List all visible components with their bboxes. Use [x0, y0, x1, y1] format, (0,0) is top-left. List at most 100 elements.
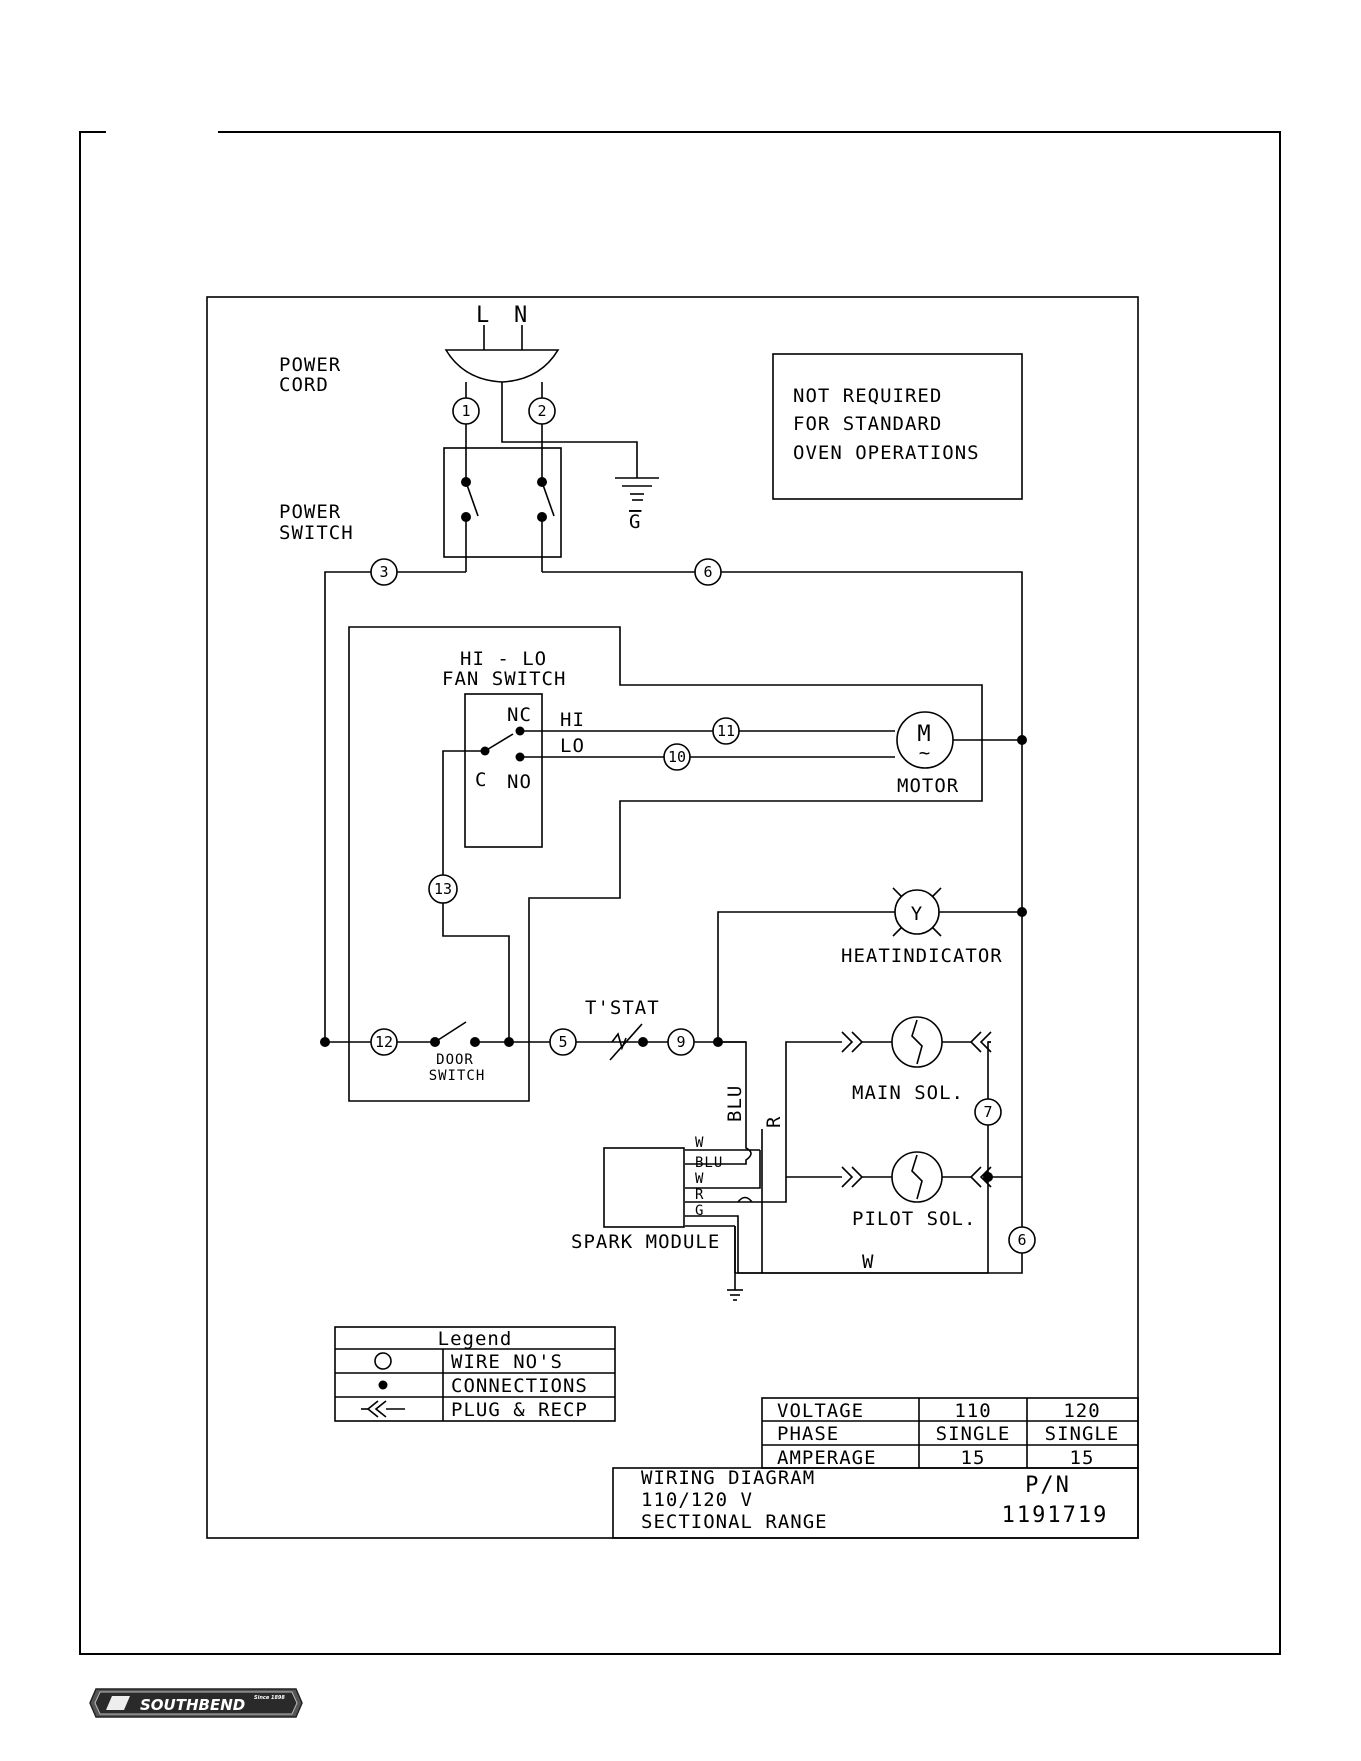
connection-dot	[480, 746, 490, 756]
heat-indicator-label: HEATINDICATOR	[841, 945, 1003, 967]
connection-dot	[461, 477, 471, 487]
wire-color-r: R	[763, 1116, 785, 1128]
spark-terminal: R	[695, 1187, 704, 1203]
legend-row: CONNECTIONS	[451, 1375, 588, 1397]
power-cord-label: CORD	[279, 374, 329, 396]
connection-dot	[320, 1037, 330, 1047]
wire-number-10	[663, 743, 691, 771]
connection-dot	[638, 1037, 648, 1047]
wire-number-text: 7	[983, 1103, 992, 1121]
part-number-label: P/N	[1025, 1473, 1071, 1498]
rating-value: SINGLE	[936, 1423, 1011, 1445]
wire-number-text: 12	[375, 1033, 393, 1051]
power-cord-plug	[444, 325, 560, 383]
note-line: FOR STANDARD	[793, 413, 942, 435]
fan-switch-c: C	[475, 769, 487, 791]
motor-symbol-letter: M	[917, 722, 932, 747]
diagram-frame	[206, 296, 1139, 1539]
connection-dot	[1017, 735, 1027, 745]
door-switch-label: SWITCH	[429, 1068, 486, 1084]
pilot-solenoid-label: PILOT SOL.	[852, 1208, 976, 1230]
page-frame	[79, 131, 1281, 1655]
wire-number-13	[428, 874, 458, 904]
connection-dot	[713, 1037, 723, 1047]
wire-number-text: 13	[434, 880, 452, 898]
note-line: NOT REQUIRED	[793, 385, 942, 407]
wire-number-2	[528, 397, 556, 425]
rating-label: VOLTAGE	[777, 1400, 864, 1422]
fan-switch-no: NO	[507, 771, 532, 793]
title-line: WIRING DIAGRAM	[641, 1467, 815, 1489]
wire-number-text: 5	[558, 1033, 567, 1051]
southbend-logo: SOUTHBEND Since 1898	[89, 1688, 303, 1718]
wire-number-6-lower	[1008, 1226, 1036, 1254]
fan-switch-hi: HI	[560, 709, 585, 731]
part-number: 1191719	[1002, 1503, 1109, 1528]
ground-symbol	[615, 477, 659, 501]
wire-number-text: 11	[717, 722, 735, 740]
logo-brand: SOUTHBEND	[140, 1696, 245, 1714]
wire-number-text: 1	[461, 402, 470, 420]
spark-terminal: BLU	[695, 1155, 723, 1171]
wire-number-5	[549, 1028, 577, 1056]
connection-dot	[1017, 907, 1027, 917]
motor-symbol-wave: ~	[919, 742, 931, 764]
spark-terminal: W	[695, 1135, 704, 1151]
logo-mark-icon	[106, 1696, 130, 1710]
wire-number-12	[370, 1028, 398, 1056]
wire-number-text: 6	[703, 563, 712, 581]
fan-switch-title: HI - LO	[460, 648, 547, 670]
rating-value: 15	[961, 1447, 986, 1469]
wire-number-1	[452, 397, 480, 425]
wire-number-text: 10	[668, 748, 686, 766]
connection-dot	[461, 512, 471, 522]
thermostat-symbol	[609, 1023, 643, 1061]
supply-line-label: L	[476, 303, 491, 328]
connection-dot	[515, 726, 525, 736]
wire-color-w: W	[862, 1251, 874, 1273]
spark-module-label: SPARK MODULE	[571, 1231, 720, 1253]
note-box	[772, 353, 1023, 500]
rating-label: AMPERAGE	[777, 1447, 877, 1469]
connection-dot	[515, 752, 525, 762]
main-solenoid-label: MAIN SOL.	[852, 1082, 964, 1104]
wire-number-text: 3	[379, 563, 388, 581]
title-block	[612, 1467, 1139, 1539]
rating-value: 110	[954, 1400, 991, 1422]
connection-dot	[430, 1037, 440, 1047]
rating-value: 15	[1070, 1447, 1095, 1469]
power-switch-box	[443, 447, 562, 558]
door-switch-label: DOOR	[436, 1052, 474, 1068]
fan-switch-box	[464, 693, 543, 848]
spark-terminal: W	[695, 1171, 704, 1187]
power-switch-label: POWER	[279, 501, 341, 523]
title-line: 110/120 V	[641, 1489, 753, 1511]
power-cord-label: POWER	[279, 354, 341, 376]
logo-since: Since 1898	[254, 1695, 285, 1701]
fan-switch-enclosure	[348, 626, 983, 1102]
fan-switch-nc: NC	[507, 704, 532, 726]
fan-switch-title: FAN SWITCH	[442, 668, 566, 690]
connection-dot	[983, 1172, 993, 1182]
wire-number-3	[370, 558, 398, 586]
spark-module-box	[603, 1147, 685, 1228]
rating-value: SINGLE	[1045, 1423, 1120, 1445]
legend-title: Legend	[438, 1328, 513, 1350]
connection-dot	[504, 1037, 514, 1047]
connection-dot	[537, 512, 547, 522]
title-line: SECTIONAL RANGE	[641, 1511, 828, 1533]
connection-dot	[378, 1380, 388, 1390]
power-switch-label: SWITCH	[279, 522, 354, 544]
motor-label: MOTOR	[897, 775, 959, 797]
connection-dot	[537, 477, 547, 487]
wire-number-6	[694, 558, 722, 586]
wire-number-9	[667, 1028, 695, 1056]
heat-indicator-letter: Y	[911, 903, 923, 925]
wire-number-11	[712, 717, 740, 745]
rating-value: 120	[1063, 1400, 1100, 1422]
wire-number-text: 6	[1017, 1231, 1026, 1249]
legend-table	[334, 1326, 616, 1422]
note-line: OVEN OPERATIONS	[793, 442, 980, 464]
connection-dot	[470, 1037, 480, 1047]
